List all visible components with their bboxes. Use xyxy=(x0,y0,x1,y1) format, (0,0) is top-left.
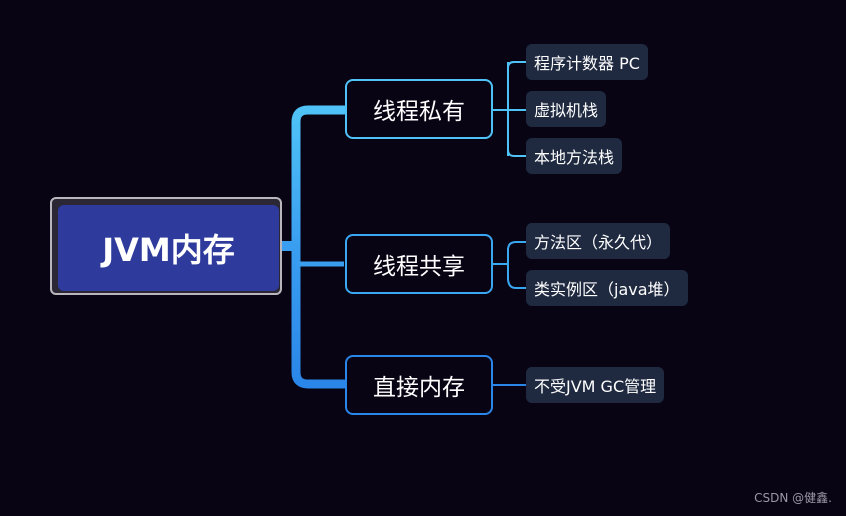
branch1-leaf-connector xyxy=(493,62,509,157)
leaf-node-heap[interactable]: 类实例区（java堆） xyxy=(526,270,688,306)
branch-node-thread-private[interactable]: 线程私有 xyxy=(345,79,493,139)
leaf-node-program-counter[interactable]: 程序计数器 PC xyxy=(526,44,648,80)
leaf-node-native-method-stack[interactable]: 本地方法栈 xyxy=(526,138,623,174)
watermark: CSDN @健鑫. xyxy=(754,491,832,505)
leaf-node-not-gc-managed[interactable]: 不受JVM GC管理 xyxy=(526,367,665,403)
branch-node-direct-memory[interactable]: 直接内存 xyxy=(345,355,493,415)
trunk-connector xyxy=(291,105,349,389)
branch-node-thread-shared[interactable]: 线程共享 xyxy=(345,234,493,294)
leaf-node-vm-stack[interactable]: 虚拟机栈 xyxy=(526,91,607,127)
branch2-leaf-connector xyxy=(493,248,509,280)
leaf-node-method-area[interactable]: 方法区（永久代） xyxy=(526,223,671,259)
root-node[interactable]: JVM内存 xyxy=(58,205,279,291)
